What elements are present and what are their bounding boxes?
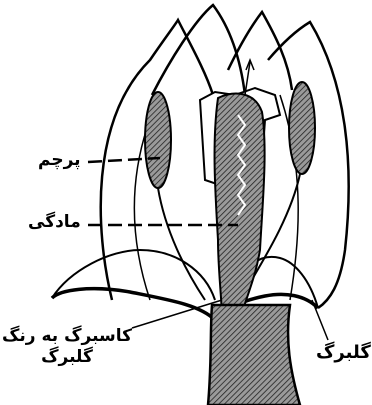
pistil-body [215,94,265,320]
petal-label: گلبرگ [316,342,371,365]
pistil-label: مادگی [28,212,81,233]
colored-sepal-label-line1: کاسبرگ به رنگ [2,326,132,347]
colored-sepal-label-line2: گلبرگ [2,347,132,368]
colored-sepal-label: کاسبرگ به رنگ گلبرگ [2,326,132,369]
filament-left [158,188,205,300]
petal-center-left-outline [152,5,245,95]
anther-right [289,82,315,174]
stem [208,305,300,405]
stamen-label: پرچم [38,150,81,171]
anther-left [145,92,171,188]
cup-left [52,289,215,320]
petal-center-right-outline [228,12,292,90]
